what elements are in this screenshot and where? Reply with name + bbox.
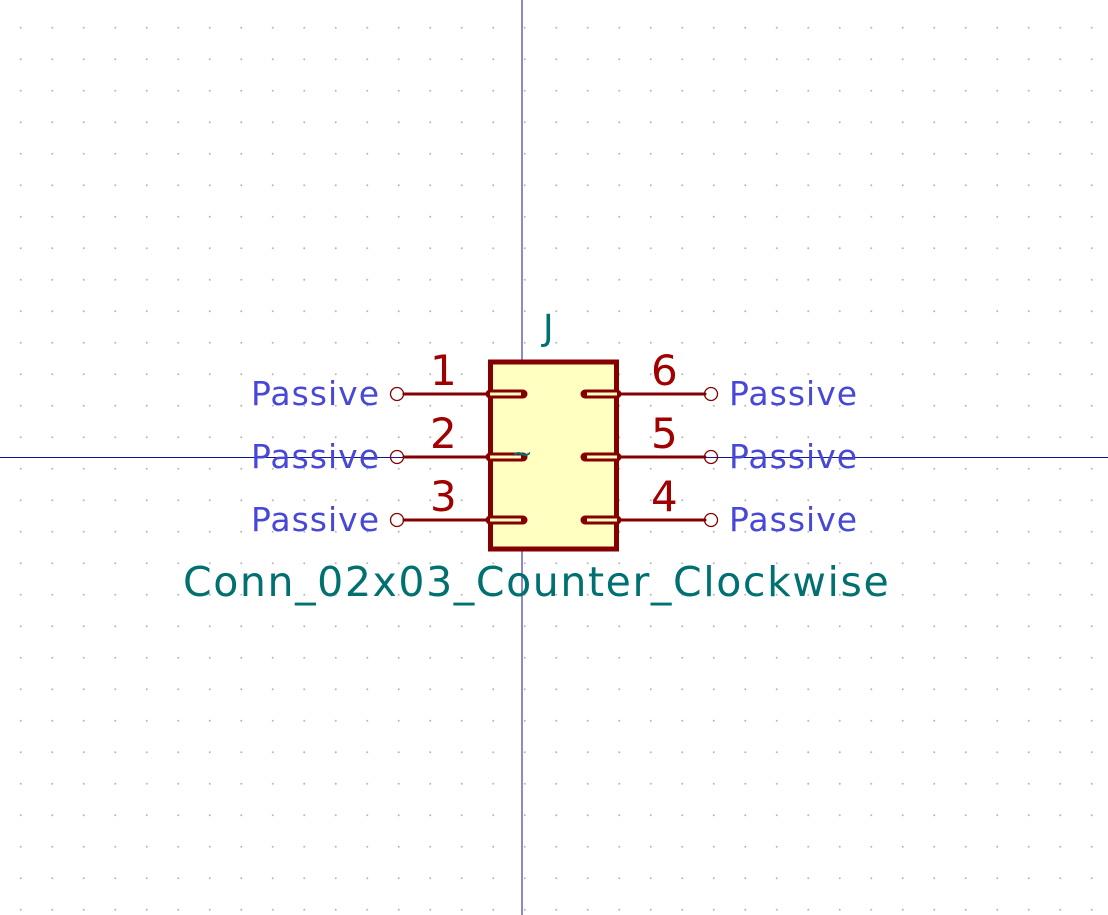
pin-3-type-label: Passive	[250, 500, 380, 539]
pin-2-number: 2	[430, 409, 457, 458]
pin-6-type-label: Passive	[729, 374, 859, 413]
pin-1-open-circle-icon[interactable]	[389, 386, 405, 402]
pin-5-number: 5	[651, 409, 678, 458]
pin-3-open-circle-icon[interactable]	[389, 512, 405, 528]
pin-4-open-circle-icon[interactable]	[703, 512, 719, 528]
pin-4-type-label: Passive	[729, 500, 859, 539]
pin-2-type-label: Passive	[250, 437, 380, 476]
body-marker: ~	[511, 439, 533, 469]
pin-5-type-label: Passive	[729, 437, 859, 476]
pin-2-open-circle-icon[interactable]	[389, 449, 405, 465]
pin-5-open-circle-icon[interactable]	[703, 449, 719, 465]
pin-1-type-label: Passive	[250, 374, 380, 413]
pin-1-number: 1	[430, 346, 457, 395]
pin-graphics	[389, 386, 719, 528]
reference-designator[interactable]: J	[543, 308, 554, 349]
pin-6-open-circle-icon[interactable]	[703, 386, 719, 402]
pin-6-number: 6	[651, 346, 678, 395]
pin-3-number: 3	[430, 472, 457, 521]
pin-4-number: 4	[651, 472, 678, 521]
symbol-value-label[interactable]: Conn_02x03_Counter_Clockwise	[183, 558, 891, 606]
